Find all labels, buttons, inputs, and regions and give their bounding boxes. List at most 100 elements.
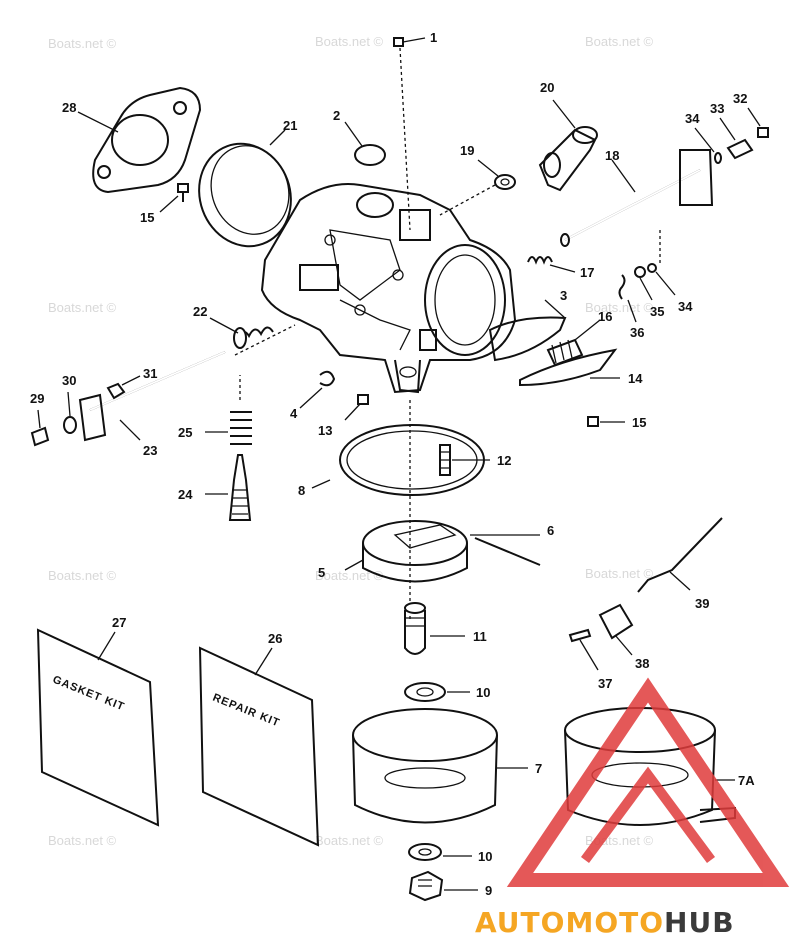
callout-12: 12 — [497, 453, 511, 468]
callout-7a: 7A — [738, 773, 755, 788]
gasket-kit-label: GASKET KIT — [51, 674, 127, 714]
part-9-nut — [408, 870, 478, 902]
callout-35: 35 — [650, 304, 664, 319]
callout-23: 23 — [143, 443, 157, 458]
callout-2: 2 — [333, 108, 340, 123]
callout-10-upper: 10 — [476, 685, 490, 700]
part-10-washer-lower — [408, 843, 472, 861]
callout-33: 33 — [710, 101, 724, 116]
carburetor-body — [260, 183, 517, 394]
callout-5: 5 — [318, 565, 325, 580]
part-34-clip-bottom — [647, 263, 676, 296]
logo-word-auto: AUTO — [475, 906, 565, 939]
callout-1: 1 — [430, 30, 437, 45]
part-7-bowl — [352, 708, 528, 824]
watermark: Boats.net © — [315, 34, 384, 49]
watermark: Boats.net © — [585, 34, 654, 49]
callout-7: 7 — [535, 761, 542, 776]
part-15-screw-top — [159, 183, 189, 213]
part-30-bushing — [63, 391, 77, 434]
part-2-cap — [344, 121, 386, 166]
logo-triangle-icon — [506, 677, 790, 887]
part-11-needle-valve — [404, 602, 465, 655]
part-5-float — [344, 520, 468, 583]
callout-25: 25 — [178, 425, 192, 440]
callout-37: 37 — [598, 676, 612, 691]
callout-16: 16 — [598, 309, 612, 324]
callout-21: 21 — [283, 118, 297, 133]
callout-17: 17 — [580, 265, 594, 280]
part-18-shaft — [560, 149, 714, 247]
callout-15-right: 15 — [632, 415, 646, 430]
callout-13: 13 — [318, 423, 332, 438]
part-22-spring — [209, 317, 296, 356]
callout-14: 14 — [628, 371, 643, 386]
part-33-pin — [719, 117, 754, 160]
watermark: Boats.net © — [585, 566, 654, 581]
callout-20: 20 — [540, 80, 554, 95]
callout-18: 18 — [605, 148, 619, 163]
watermark: Boats.net © — [315, 568, 384, 583]
part-36-spring-clip — [618, 274, 637, 323]
part-27-gasket-kit: GASKET KIT — [36, 628, 160, 827]
repair-kit-label: REPAIR KIT — [211, 692, 282, 730]
watermark: Boats.net © — [48, 36, 117, 51]
callout-24: 24 — [178, 487, 193, 502]
part-13-screw — [344, 394, 369, 421]
logo-word-hub: HUB — [664, 906, 735, 939]
watermark: Boats.net © — [48, 300, 117, 315]
part-28-gasket — [77, 86, 202, 194]
callout-11: 11 — [473, 629, 487, 644]
callout-34-bottom: 34 — [678, 299, 693, 314]
part-21-disc — [198, 129, 292, 248]
watermark: Boats.net © — [315, 833, 384, 848]
logo-inner-chevron-icon — [580, 766, 716, 863]
callout-9: 9 — [485, 883, 492, 898]
part-38-fitting — [598, 603, 634, 656]
part-16-screw — [546, 319, 601, 367]
callout-38: 38 — [635, 656, 649, 671]
watermark: Boats.net © — [48, 568, 117, 583]
callout-4: 4 — [290, 406, 298, 421]
watermark: Boats.net © — [585, 300, 654, 315]
callout-29: 29 — [30, 391, 44, 406]
part-17-spring — [527, 230, 661, 273]
watermarks: Boats.net © Boats.net © Boats.net © Boat… — [48, 34, 654, 848]
part-12-jet — [409, 400, 490, 620]
callout-31: 31 — [143, 366, 157, 381]
part-31-nut — [106, 375, 141, 400]
callout-3: 3 — [560, 288, 567, 303]
part-29-screw — [30, 409, 50, 447]
part-19-washer — [439, 159, 516, 216]
callout-32: 32 — [733, 91, 747, 106]
part-34-clip-top — [694, 127, 722, 164]
callout-36: 36 — [630, 325, 644, 340]
logo-word-moto: MOTO — [565, 906, 664, 939]
watermark: Boats.net © — [48, 833, 117, 848]
part-25-spring — [205, 375, 252, 445]
part-6-pin — [470, 534, 541, 566]
part-32-screw — [747, 107, 769, 138]
callout-28: 28 — [62, 100, 76, 115]
logo-wordmark: AUTOMOTOHUB — [475, 906, 735, 939]
part-37-pin — [568, 628, 599, 671]
automotohub-logo — [506, 677, 790, 887]
callout-30: 30 — [62, 373, 76, 388]
part-20-fitting — [538, 99, 598, 192]
callout-19: 19 — [460, 143, 474, 158]
callout-15-top: 15 — [140, 210, 154, 225]
callout-26: 26 — [268, 631, 282, 646]
callout-34-top: 34 — [685, 111, 700, 126]
part-15-screw-right — [587, 416, 625, 427]
part-35-washer — [634, 266, 653, 301]
callout-8: 8 — [298, 483, 305, 498]
part-1-plug — [393, 37, 426, 231]
part-4-clip — [299, 370, 336, 409]
part-10-washer-upper — [404, 682, 470, 702]
part-23-shaft — [78, 351, 226, 442]
callout-39: 39 — [695, 596, 709, 611]
part-24-needle — [205, 454, 252, 521]
callout-27: 27 — [112, 615, 126, 630]
callout-22: 22 — [193, 304, 207, 319]
